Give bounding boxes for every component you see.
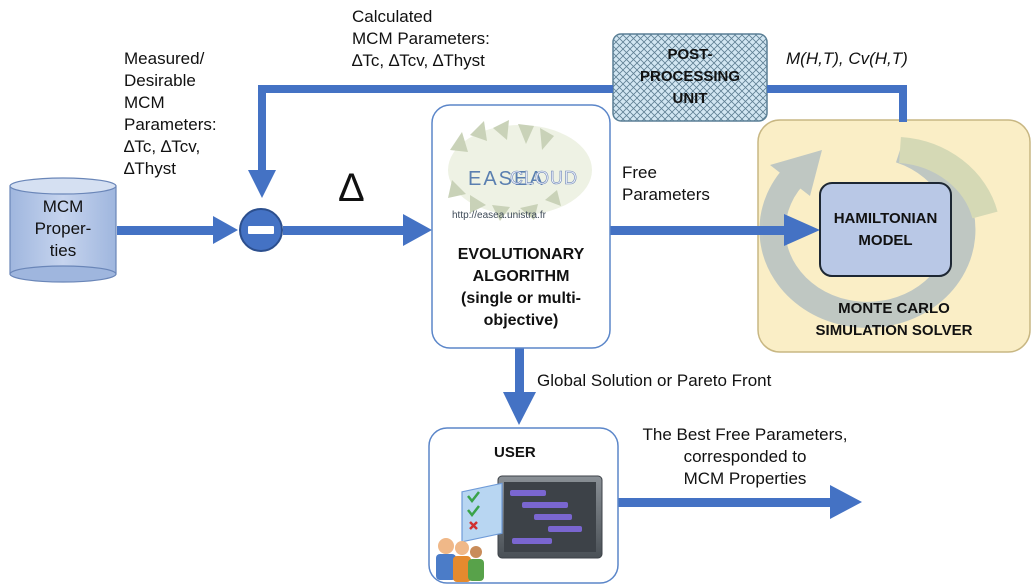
feedback-loop <box>258 85 907 175</box>
post-processing-box <box>612 33 768 122</box>
minus-to-ea-line <box>283 226 408 235</box>
easea-logo-text: EASEA <box>468 146 598 190</box>
global-solution-label: Global Solution or Pareto Front <box>537 371 772 390</box>
easea-cloud-logo <box>448 120 592 221</box>
calculated-parameters-label: Calculated MCM Parameters: ∆Tc, ∆Tcv, ∆T… <box>352 7 490 70</box>
delta-symbol: Δ <box>338 166 365 210</box>
mcm-database-icon <box>9 177 117 283</box>
user-output-arrowhead <box>830 485 862 519</box>
monte-carlo-label: MONTE CARLO SIMULATION SOLVER <box>815 300 973 339</box>
user-output-line <box>618 498 836 507</box>
measured-parameters-label: Measured/ Desirable MCM Parameters: ∆Tc,… <box>124 49 217 178</box>
hamiltonian-model-label: HAMILTONIAN MODEL <box>833 210 938 249</box>
free-parameters-label: Free Parameters <box>622 163 710 204</box>
db-to-minus-line <box>117 226 220 235</box>
user-planning-icon <box>436 475 603 582</box>
evolutionary-algorithm-label: EVOLUTIONARY ALGORITHM (single or multi-… <box>457 246 585 329</box>
ea-to-hamiltonian-line <box>610 226 790 235</box>
m-cv-output-label: M(H,T), Cv(H,T) <box>786 49 908 68</box>
easea-url[interactable]: http://easea.unistra.fr <box>452 210 546 221</box>
db-to-minus-arrowhead <box>213 216 238 244</box>
user-label: USER <box>494 444 536 461</box>
ea-to-user-arrowhead <box>503 392 536 425</box>
minus-to-ea-arrowhead <box>403 214 432 246</box>
post-processing-label: POST- PROCESSING UNIT <box>639 46 741 107</box>
mcm-properties-label: MCM Proper- ties <box>34 197 92 260</box>
ea-to-user-line <box>515 348 524 396</box>
feedback-arrowhead <box>248 170 276 198</box>
best-free-parameters-label: The Best Free Parameters, corresponded t… <box>642 425 848 488</box>
ea-to-hamiltonian-arrowhead <box>784 214 820 246</box>
minus-operator-icon <box>239 208 283 252</box>
easea-logo-top: EASEA <box>468 168 545 190</box>
easea-logo-cloud: CLOUD <box>510 168 579 189</box>
hamiltonian-model-box <box>819 182 952 277</box>
